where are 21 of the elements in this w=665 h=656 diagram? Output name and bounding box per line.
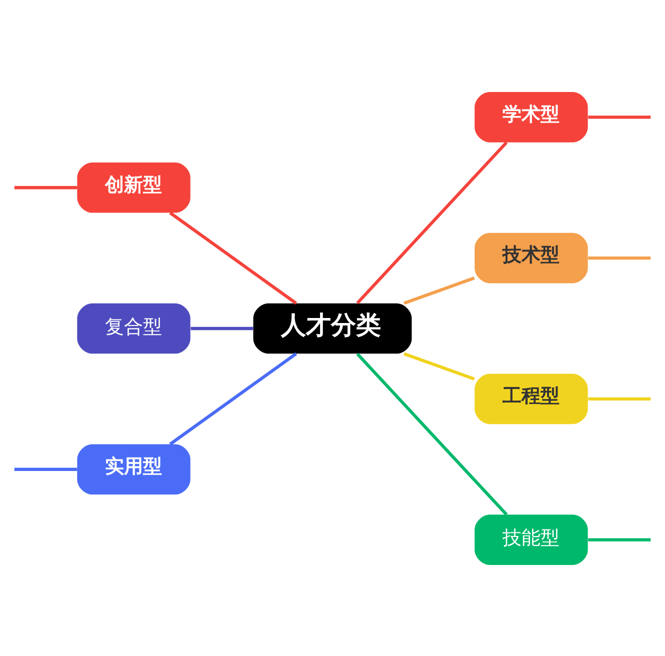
connector [190,326,254,330]
connector [404,352,475,380]
node-box: 复合型 [77,302,190,354]
node-box: 技术型 [474,232,588,283]
connector [169,211,298,304]
connector [588,396,651,400]
node-box: 学术型 [474,92,588,142]
connector [356,352,508,516]
node-box: 工程型 [474,373,588,424]
connector [14,186,78,189]
connector [588,115,651,118]
node-box: 实用型 [77,444,190,494]
connector [356,140,508,304]
connector [169,352,298,445]
node-box: 创新型 [77,162,190,212]
connector [14,467,78,470]
node-box: 技能型 [474,514,588,564]
connector [588,256,651,260]
node-box: 人才分类 [253,302,412,354]
connector [404,276,475,304]
connector [588,538,651,541]
